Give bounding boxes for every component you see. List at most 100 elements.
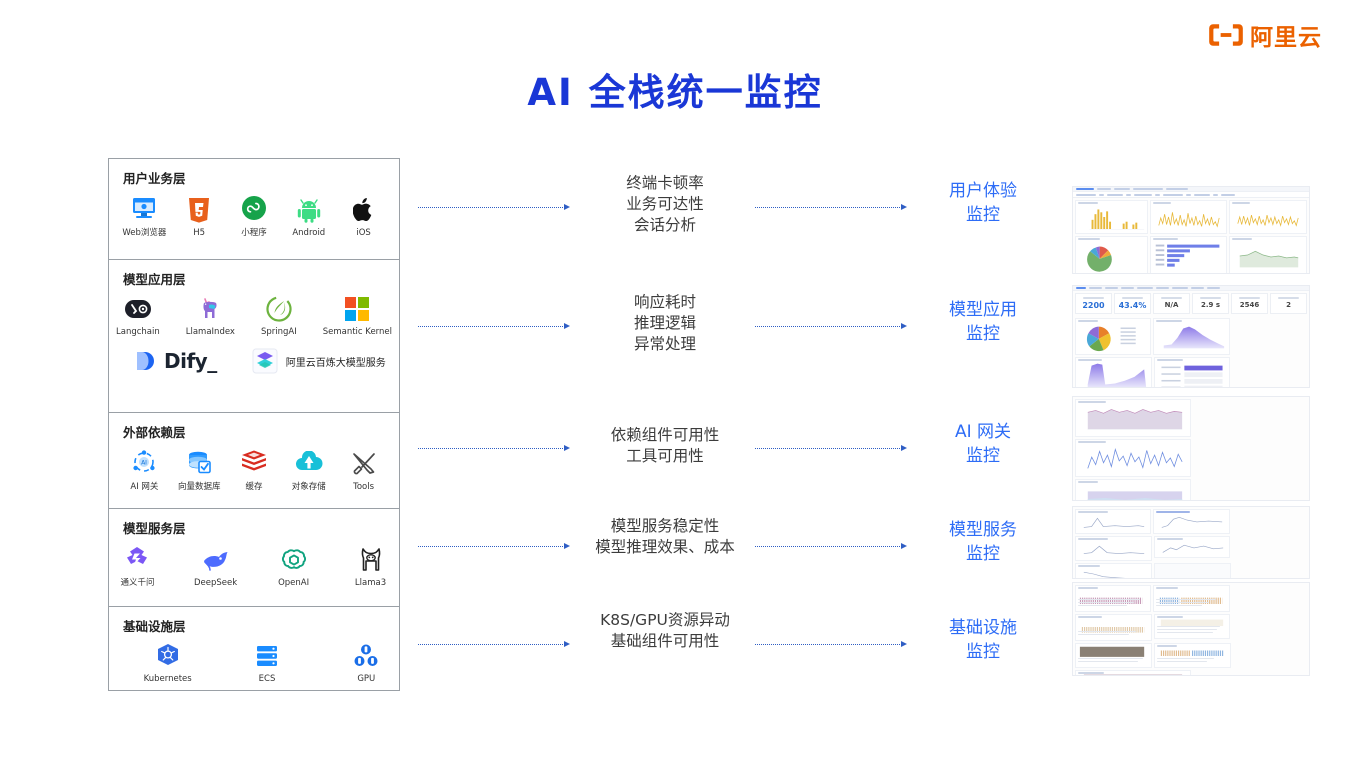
apple-icon: [350, 196, 378, 224]
arrow-head: [901, 641, 907, 647]
metric-line: 依赖组件可用性: [610, 426, 720, 444]
connector-arrow-stack-to-metrics-1: [418, 203, 570, 211]
kpi-tile: 2546: [1231, 293, 1268, 314]
stack-item-ai-gateway[interactable]: AI AI 网关: [117, 448, 172, 492]
arrow-head: [564, 445, 570, 451]
chart-card-pie: [1075, 318, 1151, 355]
object-storage-icon: [295, 448, 323, 476]
android-icon: [295, 196, 323, 224]
stack-item-label: Langchain: [116, 327, 160, 337]
stack-item-label: Kubernetes: [143, 674, 192, 684]
stack-item-label: 通义千问: [120, 578, 155, 588]
chart-card-dense-pink: [1075, 585, 1151, 612]
stack-item-tools[interactable]: Tools: [336, 450, 391, 492]
metric-line: 推理逻辑: [633, 314, 696, 332]
stack-item-springai[interactable]: SpringAI: [261, 295, 297, 337]
stack-item-label: AI 网关: [130, 482, 159, 492]
stack-item-label: 向量数据库: [177, 482, 221, 492]
stack-item-web-browser[interactable]: Web浏览器: [117, 194, 172, 238]
monitor-label-line: 监控: [966, 544, 1000, 564]
tongyi-qianwen-icon: [123, 544, 151, 572]
chart-card-table-1: [1154, 614, 1230, 639]
dashboard-thumbnail-infrastructure[interactable]: [1072, 582, 1310, 676]
chart-card-hbar: [1150, 236, 1227, 273]
stack-item-android[interactable]: Android: [281, 196, 336, 238]
stack-item-ios[interactable]: iOS: [336, 196, 391, 238]
mini-program-icon: [240, 194, 268, 222]
stack-item-h5[interactable]: H5: [172, 196, 227, 238]
dashboard-chart-grid: [1073, 198, 1309, 273]
arrow-line: [418, 325, 565, 327]
dashboard-thumbnail-model-application[interactable]: 2200 43.4% N/A 2.9 s 2546 2: [1072, 285, 1310, 388]
layer-title: 外部依赖层: [123, 425, 186, 440]
openai-icon: [280, 546, 308, 574]
chart-card-table-2: [1075, 643, 1152, 668]
stack-item-bailian[interactable]: 阿里云百炼大模型服务: [251, 347, 386, 375]
chart-card-dense-tan: [1075, 614, 1152, 641]
metrics-group-5: K8S/GPU资源异动 基础组件可用性: [550, 610, 780, 652]
metric-line: 模型推理效果、成本: [595, 538, 735, 556]
ai-gateway-icon: AI: [130, 448, 158, 476]
metric-line: 基础组件可用性: [610, 632, 720, 650]
chart-card-mini-line-2: [1153, 509, 1230, 534]
ecs-server-icon: [253, 642, 281, 670]
stack-item-tongyi[interactable]: 通义千问: [117, 544, 158, 588]
stack-item-label: Web浏览器: [122, 228, 167, 238]
dify-icon: [131, 347, 159, 375]
chart-card-dense-multi: [1153, 585, 1230, 612]
dashboard-kpi-row: 2200 43.4% N/A 2.9 s 2546 2: [1073, 291, 1309, 316]
monitor-label-line: 监控: [966, 324, 1000, 344]
stack-item-cache[interactable]: 缓存: [227, 448, 282, 492]
kpi-tile: N/A: [1153, 293, 1190, 314]
metrics-group-3: 依赖组件可用性 工具可用性: [550, 425, 780, 467]
stack-item-ecs[interactable]: ECS: [242, 642, 291, 684]
stack-item-label: DeepSeek: [193, 578, 238, 588]
monitor-label-line: 用户体验: [949, 181, 1017, 201]
arrow-line: [755, 545, 902, 547]
chart-card-line-2: [1229, 200, 1307, 234]
dify-label: Dify_: [164, 349, 217, 373]
monitor-label-infrastructure: 基础设施 监控: [908, 616, 1058, 664]
stack-layer-user-business: 用户业务层 Web浏览器: [109, 159, 399, 260]
stack-item-label: Tools: [353, 482, 375, 492]
dashboard-thumbnail-model-service[interactable]: [1072, 506, 1310, 579]
stack-item-mini-program[interactable]: 小程序: [227, 194, 282, 238]
arrow-line: [418, 545, 565, 547]
stack-item-gpu[interactable]: GPU: [342, 642, 391, 684]
chart-card-mini-line-3: [1075, 536, 1152, 561]
stack-item-label: 对象存储: [291, 482, 326, 492]
kpi-tile: 2: [1270, 293, 1307, 314]
stack-item-llamaindex[interactable]: LlamaIndex: [186, 295, 235, 337]
chart-card-area-pink: [1075, 399, 1191, 437]
arrow-line: [418, 447, 565, 449]
chart-card-area-purple-2: [1075, 357, 1152, 387]
stack-item-kubernetes[interactable]: Kubernetes: [143, 642, 192, 684]
stack-item-vector-database[interactable]: 向量数据库: [172, 448, 227, 492]
connector-arrow-stack-to-metrics-2: [418, 322, 570, 330]
stack-item-openai[interactable]: OpenAI: [273, 546, 314, 588]
stack-item-langchain[interactable]: Langchain: [116, 295, 160, 337]
stack-item-llama3[interactable]: Llama3: [350, 546, 391, 588]
dashboard-thumbnail-user-experience[interactable]: [1072, 186, 1310, 274]
arrow-line: [755, 643, 902, 645]
html5-icon: [185, 196, 213, 224]
stack-item-deepseek[interactable]: DeepSeek: [194, 546, 237, 588]
svg-text:AI: AI: [141, 460, 147, 467]
monitor-label-line: 监控: [966, 642, 1000, 662]
connector-arrow-stack-to-metrics-5: [418, 640, 570, 648]
arrow-head: [564, 641, 570, 647]
bailian-label: 阿里云百炼大模型服务: [285, 357, 386, 369]
redis-cache-icon: [240, 448, 268, 476]
arrow-head: [564, 323, 570, 329]
chart-card-mini-line-1: [1075, 509, 1151, 534]
metric-line: 终端卡顿率: [626, 174, 704, 192]
stack-item-dify[interactable]: Dify_: [131, 347, 217, 375]
connector-arrow-metrics-to-monitor-5: [755, 640, 907, 648]
chart-card-pie: [1075, 236, 1148, 273]
arrow-head: [901, 543, 907, 549]
stack-item-object-storage[interactable]: 对象存储: [281, 448, 336, 492]
dashboard-thumbnail-ai-gateway[interactable]: 28.4ms 36.0ms 1 0: [1072, 396, 1310, 501]
connector-arrow-metrics-to-monitor-1: [755, 203, 907, 211]
monitor-label-model-service: 模型服务 监控: [908, 518, 1058, 566]
stack-item-semantic-kernel[interactable]: Semantic Kernel: [323, 295, 392, 337]
